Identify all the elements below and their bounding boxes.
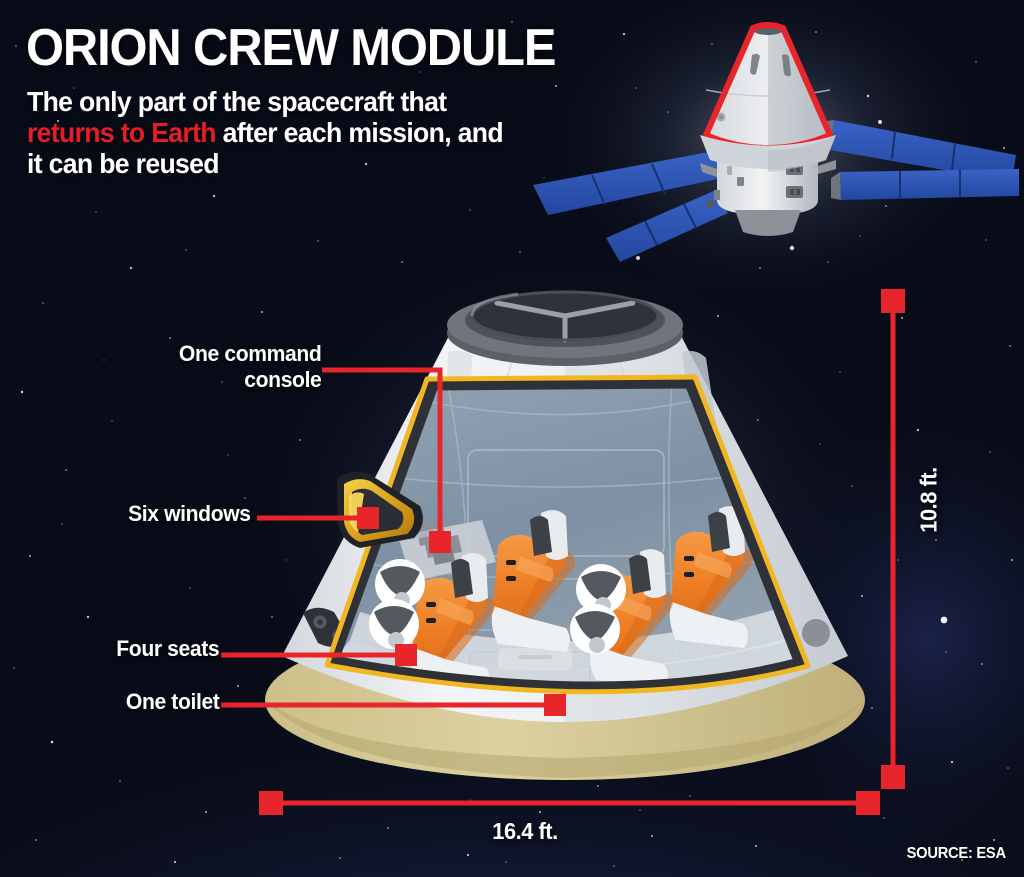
marker-console [429,531,451,553]
subtitle-highlight: returns to Earth [27,117,217,148]
callout-six-windows: Six windows [128,501,251,526]
astronaut-helmet-right-1 [576,564,626,614]
marker-toilet [544,694,566,716]
subtitle-part-2: after each mission, and it can be reused [27,117,504,179]
dimension-width [259,791,880,815]
marker-windows [357,507,379,529]
crew-module-top [703,22,833,151]
seat-3 [669,506,753,648]
subtitle-part-1: The only part of the spacecraft that [27,86,447,117]
seat-group-right [570,506,753,688]
page-subtitle: The only part of the spacecraft that ret… [27,86,521,179]
astronaut-helmet-right-2 [570,604,620,654]
source-credit: SOURCE: ESA [906,845,1006,862]
seat-group-left [369,510,575,688]
cabin-interior [324,374,811,695]
hull-port-right [802,619,830,647]
docking-ring [447,290,683,366]
astronaut-helmet-left-2 [369,599,419,649]
page-title: ORION CREW MODULE [26,19,556,77]
leader-console [322,367,443,531]
dimension-width-label: 16.4 ft. [492,818,558,844]
solar-panel-left-lower [606,190,728,262]
dimension-height-label: 10.8 ft. [915,467,942,533]
solar-panel-right-lower [831,169,1019,200]
seat-1 [491,510,575,652]
marker-seats [395,644,417,666]
callout-one-command-console: One command console [178,341,322,392]
callout-four-seats: Four seats [116,636,219,661]
dimension-height [881,289,905,789]
callout-one-toilet: One toilet [125,689,219,714]
